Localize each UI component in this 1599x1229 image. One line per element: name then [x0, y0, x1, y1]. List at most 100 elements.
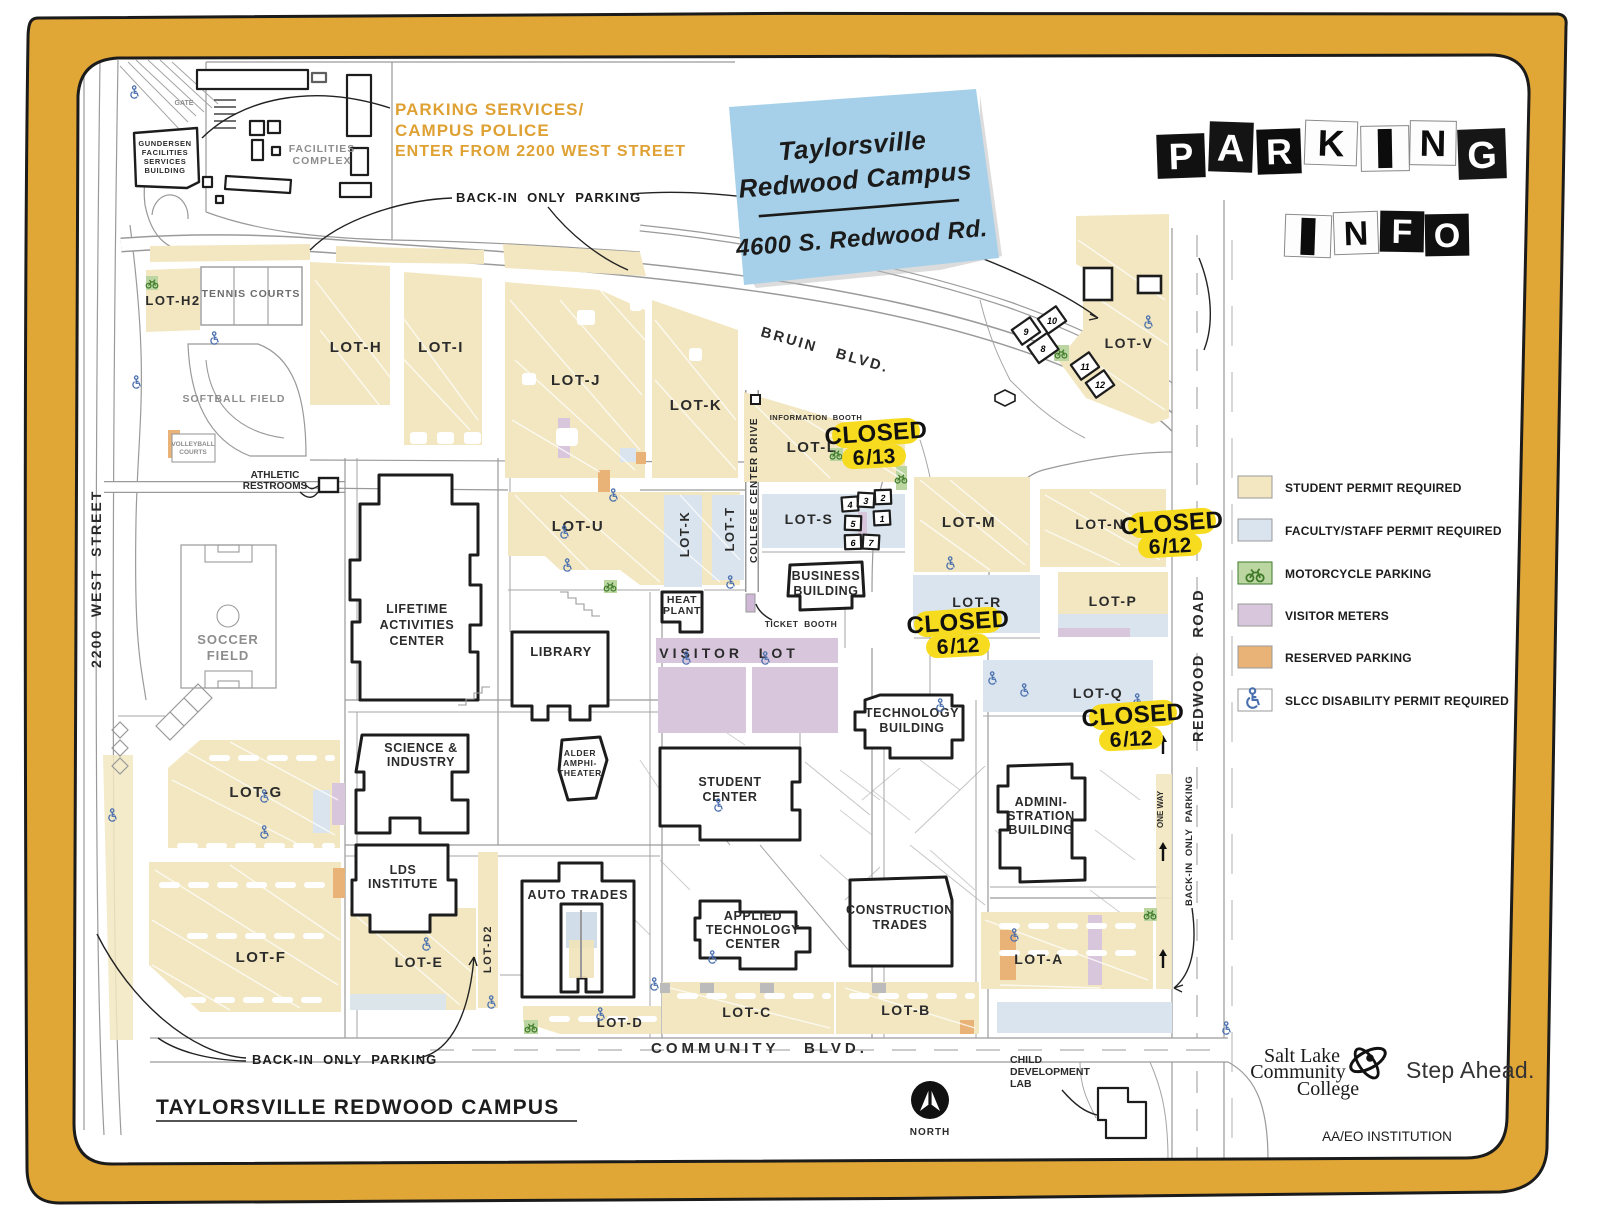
svg-text:LOT-A: LOT-A — [1014, 951, 1064, 967]
svg-text:TECHNOLOGY: TECHNOLOGY — [865, 706, 959, 720]
svg-text:ATHLETIC: ATHLETIC — [251, 470, 300, 481]
svg-text:CENTER: CENTER — [703, 790, 758, 804]
svg-text:6: 6 — [850, 538, 856, 548]
svg-text:TRADES: TRADES — [873, 918, 928, 932]
svg-text:SLCC DISABILITY PERMIT REQUIRE: SLCC DISABILITY PERMIT REQUIRED — [1285, 694, 1509, 708]
svg-text:BACK-IN ONLY PARKING: BACK-IN ONLY PARKING — [252, 1052, 437, 1067]
svg-text:LOT-H2: LOT-H2 — [145, 293, 200, 308]
svg-text:LOT-G: LOT-G — [229, 784, 282, 801]
svg-text:ACTIVITIES: ACTIVITIES — [380, 618, 455, 632]
svg-text:N: N — [1343, 215, 1369, 254]
svg-text:P: P — [1168, 136, 1194, 178]
svg-text:CHILD: CHILD — [1010, 1054, 1042, 1066]
svg-text:LOT-J: LOT-J — [551, 372, 601, 389]
svg-text:LOT-L: LOT-L — [787, 439, 838, 456]
svg-text:RESERVED PARKING: RESERVED PARKING — [1285, 651, 1412, 665]
svg-text:FIELD: FIELD — [207, 648, 250, 663]
svg-text:STUDENT PERMIT REQUIRED: STUDENT PERMIT REQUIRED — [1285, 481, 1462, 495]
svg-text:GUNDERSEN: GUNDERSEN — [138, 139, 191, 148]
svg-text:7: 7 — [868, 538, 875, 548]
svg-text:Salt Lake: Salt Lake — [1264, 1045, 1340, 1067]
svg-text:BACK-IN ONLY PARKING: BACK-IN ONLY PARKING — [1184, 776, 1195, 906]
svg-text:REDWOOD ROAD: REDWOOD ROAD — [1191, 589, 1207, 742]
svg-text:CENTER: CENTER — [390, 634, 445, 648]
svg-text:Step Ahead.: Step Ahead. — [1406, 1057, 1535, 1083]
svg-text:LOT-I: LOT-I — [418, 339, 464, 356]
svg-text:5: 5 — [850, 519, 856, 529]
svg-text:1: 1 — [879, 514, 885, 524]
svg-text:8: 8 — [1040, 344, 1045, 354]
svg-text:R: R — [1265, 131, 1292, 173]
svg-text:STRATION: STRATION — [1007, 809, 1075, 823]
svg-text:LIBRARY: LIBRARY — [530, 644, 592, 659]
svg-text:2200 WEST STREET: 2200 WEST STREET — [88, 490, 104, 668]
svg-text:CONSTRUCTION: CONSTRUCTION — [846, 903, 954, 917]
svg-text:COMPLEX: COMPLEX — [293, 155, 352, 167]
svg-text:APPLIED: APPLIED — [724, 909, 782, 923]
svg-text:BUILDING: BUILDING — [793, 584, 858, 598]
svg-text:NORTH: NORTH — [910, 1127, 951, 1138]
svg-text:ENTER FROM 2200 WEST STREET: ENTER FROM 2200 WEST STREET — [395, 143, 686, 160]
svg-text:SERVICES: SERVICES — [144, 157, 187, 166]
svg-text:LOT-F: LOT-F — [236, 949, 287, 966]
svg-text:COURTS: COURTS — [179, 449, 207, 456]
svg-text:LOT-K: LOT-K — [670, 397, 723, 414]
svg-text:4: 4 — [846, 500, 853, 510]
svg-text:ONE WAY: ONE WAY — [1156, 790, 1165, 828]
svg-text:VISITOR METERS: VISITOR METERS — [1285, 609, 1389, 623]
svg-text:12: 12 — [1095, 380, 1105, 390]
svg-text:VOLLEYBALL: VOLLEYBALL — [171, 441, 214, 448]
svg-text:LOT-E: LOT-E — [395, 954, 444, 970]
svg-text:CENTER: CENTER — [726, 937, 781, 951]
svg-text:FACILITIES: FACILITIES — [289, 143, 356, 155]
svg-text:BACK-IN ONLY PARKING: BACK-IN ONLY PARKING — [456, 190, 641, 205]
svg-text:LOT-D2: LOT-D2 — [482, 925, 494, 973]
svg-text:LOT-D: LOT-D — [597, 1015, 644, 1030]
svg-text:6 /12: 6 /12 — [1109, 727, 1153, 752]
svg-text:AA/EO INSTITUTION: AA/EO INSTITUTION — [1322, 1129, 1452, 1144]
svg-text:10: 10 — [1047, 316, 1057, 326]
svg-text:LOT-S: LOT-S — [785, 511, 834, 527]
svg-text:AMPHI-: AMPHI- — [563, 758, 597, 768]
svg-text:LIFETIME: LIFETIME — [386, 602, 448, 616]
svg-text:LOT-B: LOT-B — [881, 1002, 931, 1018]
svg-text:N: N — [1419, 123, 1446, 164]
svg-text:RESTROOMS: RESTROOMS — [243, 481, 308, 492]
svg-text:LOT-C: LOT-C — [722, 1004, 772, 1020]
svg-text:LOT-P: LOT-P — [1089, 593, 1138, 609]
svg-text:6 /13: 6 /13 — [852, 445, 896, 470]
svg-text:TAYLORSVILLE REDWOOD CAMPUS: TAYLORSVILLE REDWOOD CAMPUS — [156, 1096, 559, 1119]
svg-text:LAB: LAB — [1010, 1078, 1032, 1090]
svg-text:O: O — [1433, 217, 1460, 255]
svg-text:SOCCER: SOCCER — [197, 632, 259, 647]
svg-text:COLLEGE CENTER DRIVE: COLLEGE CENTER DRIVE — [749, 417, 760, 563]
svg-text:LOT-M: LOT-M — [942, 514, 996, 531]
svg-text:PARKING SERVICES/: PARKING SERVICES/ — [395, 100, 584, 119]
svg-text:GATE: GATE — [175, 100, 194, 107]
svg-text:Community: Community — [1250, 1061, 1346, 1083]
svg-text:TENNIS COURTS: TENNIS COURTS — [202, 288, 301, 300]
svg-text:K: K — [1317, 123, 1345, 165]
svg-text:LOT-U: LOT-U — [552, 518, 605, 535]
svg-text:BUILDING: BUILDING — [879, 721, 944, 735]
svg-text:LOT-K: LOT-K — [677, 511, 692, 558]
svg-text:ADMINI-: ADMINI- — [1015, 795, 1068, 809]
svg-text:INFORMATION BOOTH: INFORMATION BOOTH — [770, 413, 863, 422]
svg-text:G: G — [1467, 134, 1498, 177]
svg-text:F: F — [1391, 213, 1412, 251]
svg-text:TECHNOLOGY: TECHNOLOGY — [706, 923, 800, 937]
svg-text:LDS: LDS — [390, 863, 417, 877]
svg-text:LOT-H: LOT-H — [330, 339, 383, 356]
svg-text:INSTITUTE: INSTITUTE — [368, 877, 438, 891]
svg-text:BUSINESS: BUSINESS — [792, 569, 861, 583]
svg-text:LOT-Q: LOT-Q — [1073, 685, 1123, 701]
svg-text:VISITOR LOT: VISITOR LOT — [659, 645, 799, 661]
svg-text:ALDER: ALDER — [564, 748, 596, 758]
svg-text:CAMPUS POLICE: CAMPUS POLICE — [395, 121, 550, 140]
svg-text:DEVELOPMENT: DEVELOPMENT — [1010, 1066, 1091, 1078]
svg-text:College: College — [1297, 1078, 1359, 1100]
svg-text:MOTORCYCLE PARKING: MOTORCYCLE PARKING — [1285, 567, 1432, 581]
svg-text:COMMUNITY BLVD.: COMMUNITY BLVD. — [651, 1040, 868, 1057]
svg-text:BUILDING: BUILDING — [1008, 823, 1073, 837]
svg-text:6 /12: 6 /12 — [1148, 534, 1192, 559]
